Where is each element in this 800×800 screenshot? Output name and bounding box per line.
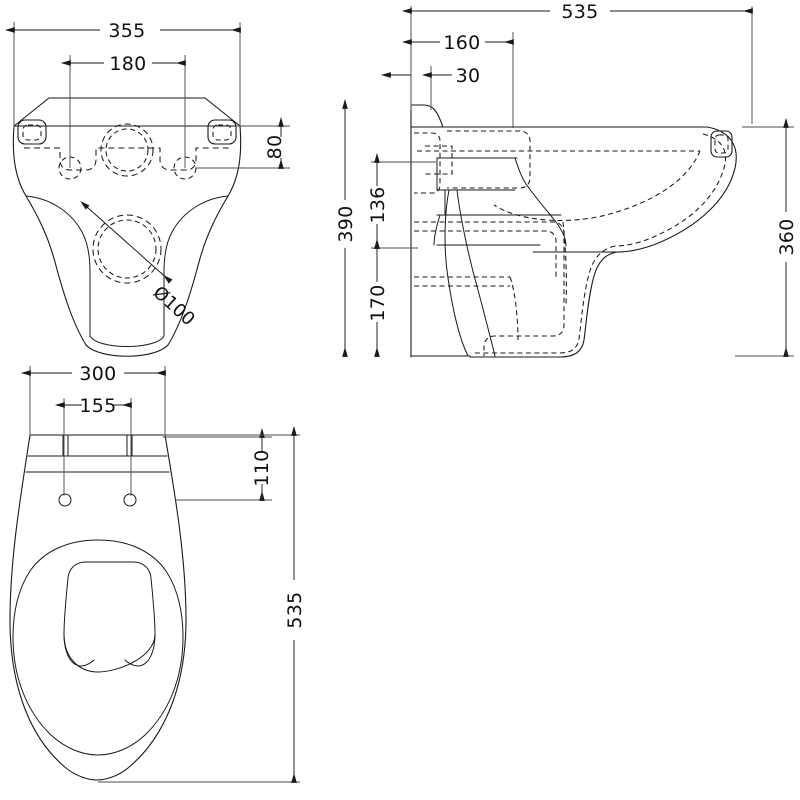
fixing-bracket-right: [207, 119, 237, 145]
hidden-bowl-rim-curve: [493, 150, 701, 221]
dim-80: 80: [196, 116, 290, 169]
pan-side-outline: [469, 126, 737, 358]
dim-110: 110: [163, 427, 273, 501]
dim-360-label: 360: [776, 218, 798, 255]
dim-136-label: 136: [367, 186, 389, 223]
dim-535-side-label: 535: [561, 1, 598, 23]
dim-170: 170: [367, 238, 389, 357]
dim-390-label: 390: [335, 205, 357, 242]
dim-136: 136: [367, 152, 436, 249]
dim-300: 300: [20, 363, 166, 438]
dim-355: 355: [4, 20, 241, 130]
seat-bolt-hole-left: [58, 493, 72, 507]
pan-rim-hidden-outline: [24, 147, 232, 171]
dim-110-label: 110: [251, 449, 273, 486]
dim-180-label: 180: [109, 53, 146, 75]
seat-plan-view: 300 155 110 535: [9, 363, 306, 783]
flush-pipe-outline: [433, 157, 567, 247]
dim-535-side: 535: [401, 1, 753, 124]
dim-155-label: 155: [79, 395, 116, 417]
dim-390: 390: [335, 98, 357, 357]
dim-535-seat-label: 535: [284, 591, 306, 628]
dim-155: 155: [54, 395, 132, 496]
cistern-connection-step: [410, 104, 444, 128]
dim-535-seat: 535: [98, 425, 306, 783]
seat-bolt-hole-right: [123, 493, 137, 507]
rear-plan-view: 355 180 80 Ø100: [4, 20, 290, 357]
hidden-inlet-assembly: [414, 130, 531, 194]
soil-outlet-hidden-circle: [92, 214, 162, 284]
seat-inner-ring: [12, 539, 184, 756]
fixing-bracket-left: [17, 119, 47, 145]
dim-360: 360: [735, 117, 798, 357]
dim-80-label: 80: [264, 135, 286, 160]
dim-355-label: 355: [108, 20, 145, 42]
dim-300-label: 300: [79, 363, 116, 385]
front-bracket-pocket: [710, 130, 733, 158]
leader-dia-100: Ø100: [80, 200, 199, 330]
dim-160: 160: [401, 32, 514, 128]
dim-30-label: 30: [456, 65, 481, 87]
seat-outer-outline: [9, 434, 187, 781]
dim-170-label: 170: [367, 284, 389, 321]
side-elevation-view: 535 160 30 390 136: [335, 1, 798, 358]
seat-aperture: [63, 561, 156, 673]
dim-30: 30: [380, 65, 481, 110]
seat-hinge-plate: [25, 434, 170, 473]
dim-160-label: 160: [443, 32, 480, 54]
dim-180: 180: [60, 53, 186, 168]
flush-inlet-hidden-circle: [100, 123, 154, 177]
pan-waist-curves: [25, 195, 229, 347]
trap-outline: [444, 189, 496, 357]
hidden-lower-assembly: [414, 221, 565, 356]
pan-outer-outline: [12, 97, 242, 357]
hidden-outlet-line: [562, 221, 567, 306]
